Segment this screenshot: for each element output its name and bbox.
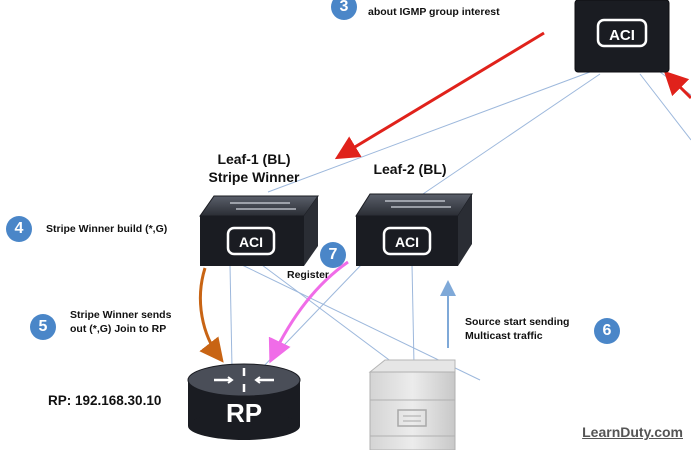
leaf1-name: Leaf-1 (BL) xyxy=(217,151,291,167)
rp-address-label: RP: 192.168.30.10 xyxy=(48,393,162,408)
step-7-text: Register xyxy=(287,269,330,281)
step-5-line2: out (*,G) Join to RP xyxy=(70,323,167,335)
arrow-step3-red xyxy=(334,31,545,160)
link-lines xyxy=(229,71,691,381)
link-spine-leaf2 xyxy=(419,73,601,197)
step-7-badge: 7 xyxy=(320,242,346,268)
leaf2-title: Leaf-2 (BL) xyxy=(373,161,447,177)
aci-logo-icon xyxy=(596,18,648,48)
step-6-line2: Multicast traffic xyxy=(465,330,543,342)
step-5-text: Stripe Winner sends out (*,G) Join to RP xyxy=(70,308,171,336)
link-leaf1-rp xyxy=(229,264,233,369)
arrow-right-red xyxy=(663,70,691,100)
link-leaf1-server xyxy=(261,264,401,369)
router-arrows-icon xyxy=(214,368,274,392)
watermark: LearnDuty.com xyxy=(582,424,683,440)
leaf1-logo-text: ACI xyxy=(239,234,263,250)
link-spine-leaf1 xyxy=(267,71,591,193)
arrow-step7-pink xyxy=(268,260,349,364)
step-3-badge: 3 xyxy=(331,0,357,20)
rp-router: RP xyxy=(187,363,301,440)
leaf2-logo-text: ACI xyxy=(395,234,419,250)
source-server xyxy=(368,359,456,450)
leaf1-role: Stripe Winner xyxy=(208,169,300,185)
step-5-line1: Stripe Winner sends xyxy=(70,309,172,321)
link-leaf2-server xyxy=(411,263,415,366)
step-4-badge: 4 xyxy=(6,216,32,242)
step-3-text: about IGMP group interest xyxy=(368,6,500,18)
leaf1-title: Leaf-1 (BL) Stripe Winner xyxy=(198,150,310,186)
step-4-text: Stripe Winner build (*,G) xyxy=(46,223,168,235)
leaf2-switch: ACI xyxy=(355,193,473,266)
aci-logo-icon xyxy=(226,226,276,256)
step-6-text: Source start sending Multicast traffic xyxy=(465,315,569,343)
aci-logo-icon xyxy=(382,226,432,256)
spine-switch: ACI xyxy=(574,0,670,73)
arrow-step5-orange xyxy=(198,267,224,363)
server-drive-icon xyxy=(397,409,427,427)
step-5-badge: 5 xyxy=(30,314,56,340)
leaf1-switch: ACI xyxy=(199,195,319,266)
step-6-line1: Source start sending xyxy=(465,316,570,328)
rp-badge-text: RP xyxy=(226,398,262,428)
spine-logo-text: ACI xyxy=(609,27,635,44)
link-spine-edge-2 xyxy=(639,73,691,141)
step-6-badge: 6 xyxy=(594,318,620,344)
